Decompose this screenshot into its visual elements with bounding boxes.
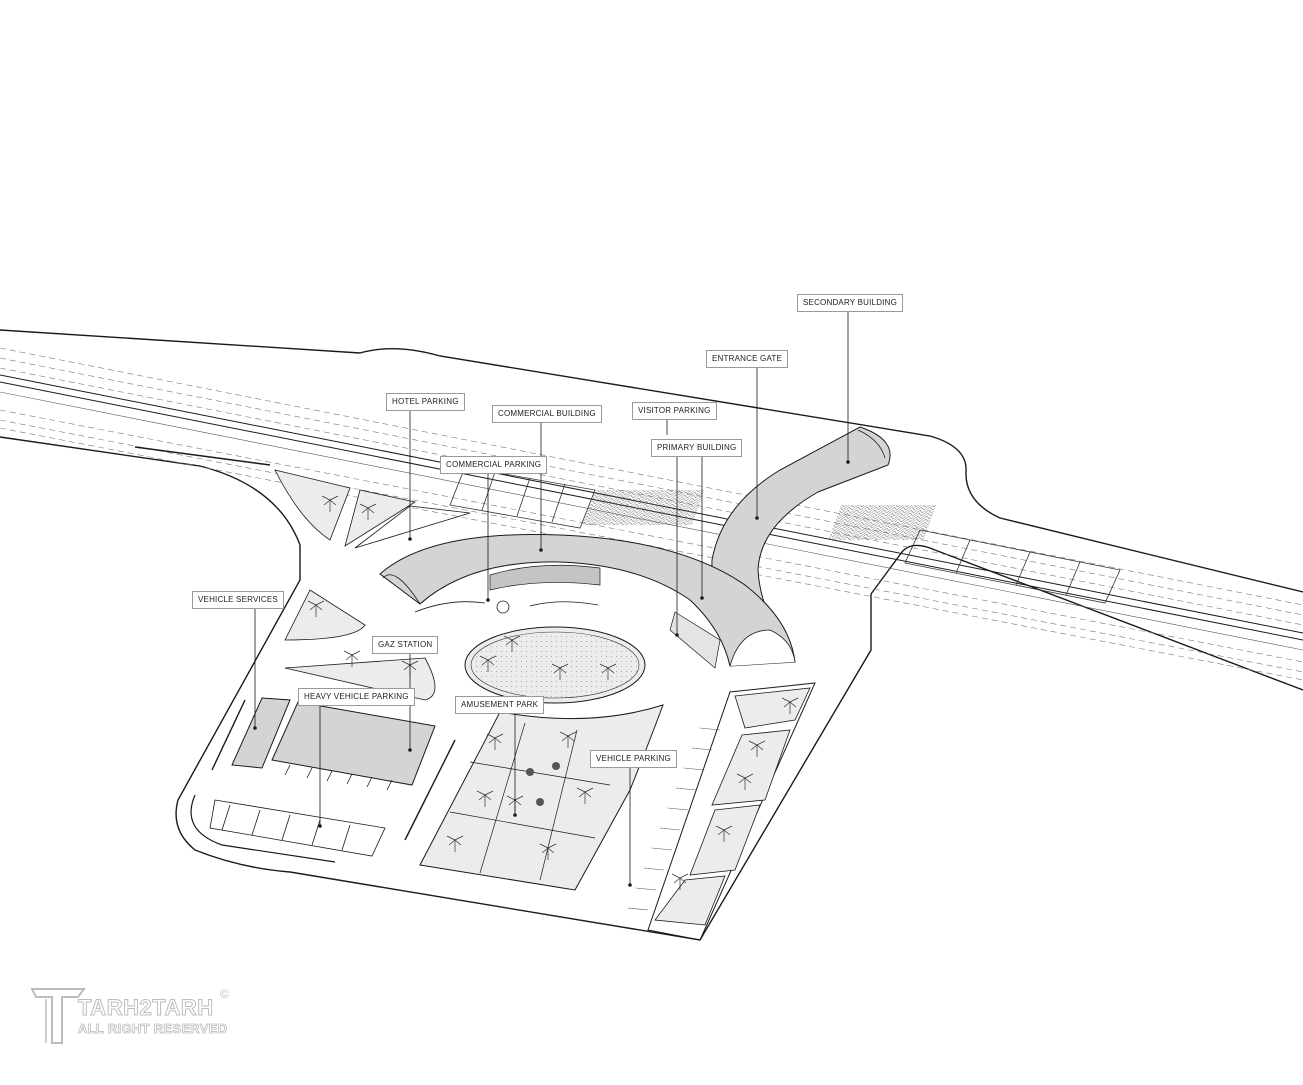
hotel-parking-islands: [274, 469, 471, 549]
vehicle-parking: [627, 682, 816, 941]
roadside-parking: [449, 466, 1121, 604]
label-vehicle-parking: VEHICLE PARKING: [590, 750, 677, 768]
leader-dots: [253, 460, 850, 887]
site-boundary: [175, 555, 872, 941]
toll-booths: [581, 490, 937, 540]
label-commercial-building: COMMERCIAL BUILDING: [492, 405, 602, 423]
label-secondary-building: SECONDARY BUILDING: [797, 294, 903, 312]
label-amusement-park: AMUSEMENT PARK: [455, 696, 545, 714]
watermark-brand: TARH2TARH: [78, 995, 214, 1021]
label-heavy-vehicle-parking: HEAVY VEHICLE PARKING: [298, 688, 415, 706]
central-oval-garden: [464, 626, 646, 704]
label-visitor-parking: VISITOR PARKING: [632, 402, 717, 420]
amusement-park: [419, 704, 664, 891]
watermark-copyright: ©: [220, 987, 229, 1001]
label-gaz-station: GAZ STATION: [372, 636, 439, 654]
heavy-vehicle-parking-bays: [190, 794, 386, 863]
label-vehicle-services: VEHICLE SERVICES: [192, 591, 284, 609]
label-primary-building: PRIMARY BUILDING: [651, 439, 743, 457]
label-commercial-parking: COMMERCIAL PARKING: [440, 456, 548, 474]
palm-trees: [307, 495, 799, 890]
drop-off-bays: [414, 600, 599, 614]
vehicle-services: [211, 697, 456, 841]
main-arc-building: [379, 534, 796, 669]
watermark-rights: ALL RIGHT RESERVED: [78, 1021, 228, 1037]
label-hotel-parking: HOTEL PARKING: [386, 393, 465, 411]
heavy-vehicle-canopy: [271, 701, 436, 791]
watermark-logo: TARH2TARH ALL RIGHT RESERVED ©: [28, 985, 243, 1055]
tarh2tarh-logo-icon: [30, 988, 86, 1044]
label-entrance-gate: ENTRANCE GATE: [706, 350, 789, 368]
